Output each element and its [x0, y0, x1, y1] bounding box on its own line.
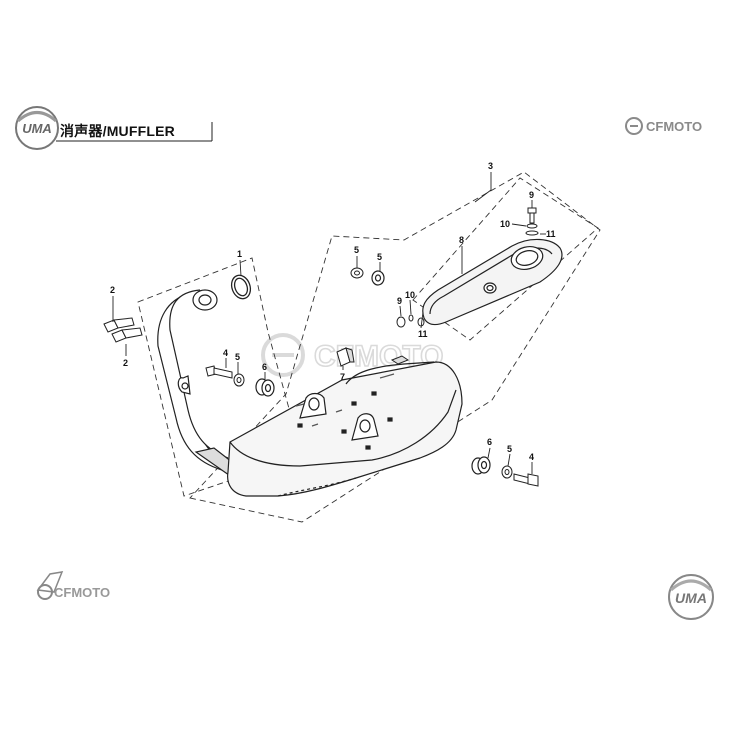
callout-11-left: 11 [418, 329, 428, 339]
header-logo: UMA [15, 106, 59, 150]
stud-bolts-2 [103, 317, 143, 343]
assembly-outline-headpipe [137, 257, 303, 497]
callout-10-top: 10 [500, 219, 510, 229]
muffler-body [227, 361, 463, 497]
callout-5-top-b: 5 [377, 252, 382, 262]
washer-10-left [408, 314, 414, 322]
callout-10-left: 10 [405, 290, 415, 300]
uma-logo-bottom-right: UMA [668, 574, 714, 620]
screw-9-left [396, 316, 406, 328]
callout-1: 1 [237, 249, 242, 259]
callout-6-right: 6 [487, 437, 492, 447]
grommet-6-right [471, 456, 491, 475]
callout-3: 3 [488, 161, 493, 171]
bracket-tab-7 [336, 347, 410, 367]
callout-labels: 1 2 2 3 4 4 5 5 5 5 6 6 7 8 9 9 10 10 11… [110, 161, 556, 462]
title-bracket [56, 122, 213, 142]
page-title: 消声器/MUFFLER [60, 123, 175, 139]
washer-5-top-a [350, 267, 364, 279]
leader-lines [112, 200, 546, 474]
callout-2-top: 2 [110, 285, 115, 295]
assembly-outline-heatshield [412, 177, 599, 341]
callout-9-left: 9 [397, 296, 402, 306]
exhaust-head-pipe [157, 289, 257, 491]
grommet-6-left [255, 378, 275, 397]
callout-8: 8 [459, 235, 464, 245]
bolt-4-left [205, 365, 233, 379]
callout-2-bottom: 2 [123, 358, 128, 368]
uma-text-bottom-right: UMA [675, 590, 707, 606]
mounting-bracket-front [299, 392, 327, 419]
leader-3b [474, 189, 492, 203]
mounting-bracket-rear [351, 413, 379, 441]
uma-logo-text: UMA [22, 121, 52, 136]
cfmoto-text-top-right: CFMOTO [646, 119, 702, 134]
washer-11-top [525, 230, 539, 236]
callout-5-right: 5 [507, 444, 512, 454]
washer-5-left [233, 373, 245, 387]
washer-10-top [526, 223, 538, 229]
screw-9-top [527, 207, 537, 224]
cfmoto-logo-top-right: CFMOTO [625, 117, 702, 135]
callout-5-left: 5 [235, 352, 240, 362]
callout-5-top-a: 5 [354, 245, 359, 255]
callout-7: 7 [340, 372, 345, 382]
washer-5-right [501, 465, 513, 479]
bolt-4-right [513, 473, 539, 487]
callout-4-left: 4 [223, 348, 228, 358]
callout-4-right: 4 [529, 452, 534, 462]
callout-11-top: 11 [546, 229, 556, 239]
washer-5-top-b [371, 270, 385, 286]
callout-9-top: 9 [529, 190, 534, 200]
gasket-1 [230, 274, 252, 300]
cfmoto-text-bottom-left: CFMOTO [54, 585, 110, 600]
heat-shield-8 [422, 238, 563, 326]
callout-6-left: 6 [262, 362, 267, 372]
cfmoto-logo-bottom-left: CFMOTO [36, 571, 110, 600]
